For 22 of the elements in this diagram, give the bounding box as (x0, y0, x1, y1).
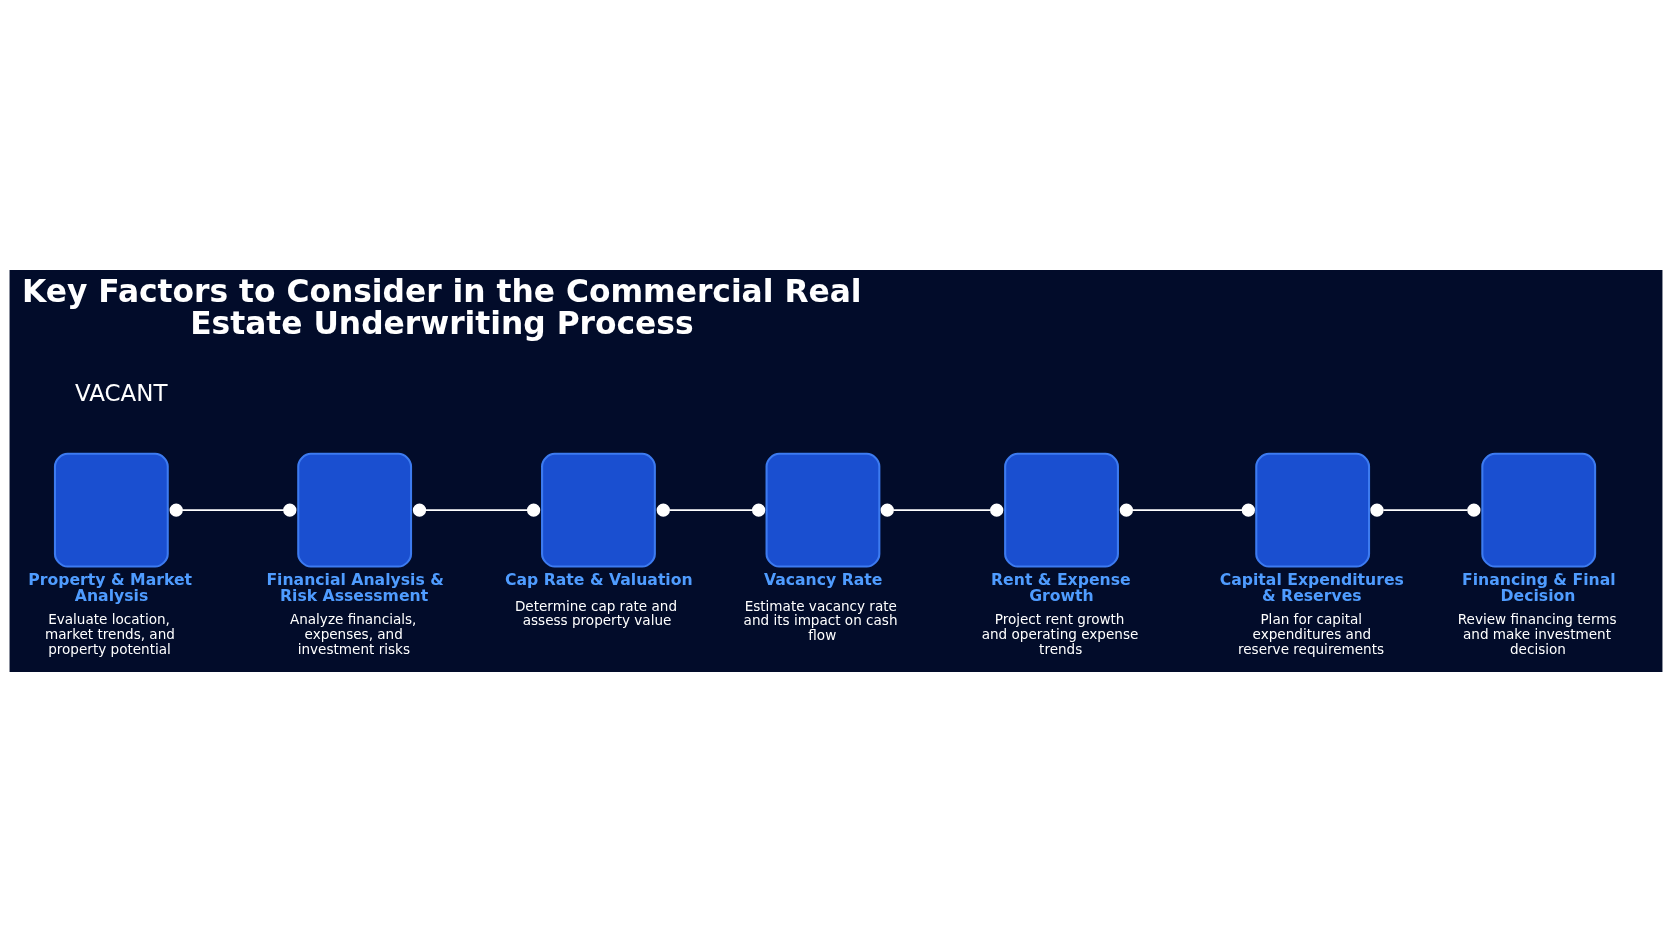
connector (656, 503, 766, 517)
diagram-title: Key Factors to Consider in the Commercial Real Estate Underwriting Process (22, 272, 862, 341)
node-label: Analyze financials, expenses, and investment risks (289, 610, 417, 657)
node-label: Estimate vacancy rate and its impact on cash flow (743, 597, 898, 643)
node-label: Rent & Expense Growth (991, 569, 1131, 605)
node-label: Project rent growth and operating expense trends (981, 610, 1139, 657)
node-label: Property & Market Analysis (28, 569, 193, 605)
node-label: Cap Rate & Valuation (505, 569, 693, 589)
node-label: Review financing terms and make investment decision (1457, 610, 1617, 657)
node-label: Capital Expenditures & Reserves (1219, 569, 1404, 605)
connector (169, 503, 297, 517)
connector (412, 503, 541, 517)
node-label: Evaluate location, market trends, and property potential (45, 610, 175, 657)
connector (880, 503, 1004, 517)
node-label: Determine cap rate and assess property value (514, 597, 678, 628)
connector (1370, 503, 1481, 517)
node-label: Financial Analysis & Risk Assessment (266, 569, 444, 605)
label: VACANT (75, 379, 168, 406)
node-label: Plan for capital expenditures and reserve requirements (1238, 610, 1385, 657)
connector (1119, 503, 1255, 517)
node-label: Vacancy Rate (763, 569, 883, 589)
node-label: Financing & Final Decision (1461, 569, 1616, 605)
